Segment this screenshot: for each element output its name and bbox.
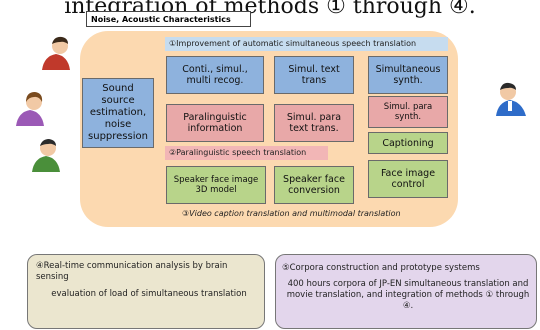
brain-sensing-box: ④Real-time communication analysis by bra… xyxy=(27,254,265,329)
corpora-box: ⑤Corpora construction and prototype syst… xyxy=(275,254,537,329)
band-multimodal: ③Video caption translation and multimoda… xyxy=(182,209,401,218)
brain-sensing-title: ④Real-time communication analysis by bra… xyxy=(36,261,228,282)
box-face-control: Face image control xyxy=(368,160,448,198)
header-fragment: integration of methods ① through ④. xyxy=(64,0,476,19)
box-simul-synth: Simultaneous synth. xyxy=(368,56,448,94)
box-sound-source: Sound source estimation, noise suppressi… xyxy=(82,78,154,148)
corpora-title: ⑤Corpora construction and prototype syst… xyxy=(282,263,480,273)
person-red-icon xyxy=(42,36,70,70)
band-speech-translation: ①Improvement of automatic simultaneous s… xyxy=(165,37,448,51)
box-simul-text: Simul. text trans xyxy=(274,56,354,94)
box-paralinguistic: Paralinguistic information xyxy=(166,104,264,142)
box-face-conversion: Speaker face conversion xyxy=(274,166,354,204)
person-blue-icon xyxy=(496,82,526,116)
corpora-body: 400 hours corpora of JP-EN simultaneous … xyxy=(286,279,530,311)
box-captioning: Captioning xyxy=(368,132,448,154)
box-simul-para-text: Simul. para text trans. xyxy=(274,104,354,142)
person-purple-icon xyxy=(16,92,44,126)
box-simul-para-synth: Simul. para synth. xyxy=(368,96,448,128)
noise-tag: Noise, Acoustic Characteristics xyxy=(86,11,251,27)
box-multi-recog: Conti., simul., multi recog. xyxy=(166,56,264,94)
brain-sensing-body: evaluation of load of simultaneous trans… xyxy=(51,289,247,299)
box-face-3d: Speaker face image 3D model xyxy=(166,166,266,204)
band-paralinguistic: ②Paralinguistic speech translation xyxy=(165,146,328,160)
person-green-icon xyxy=(32,139,60,172)
